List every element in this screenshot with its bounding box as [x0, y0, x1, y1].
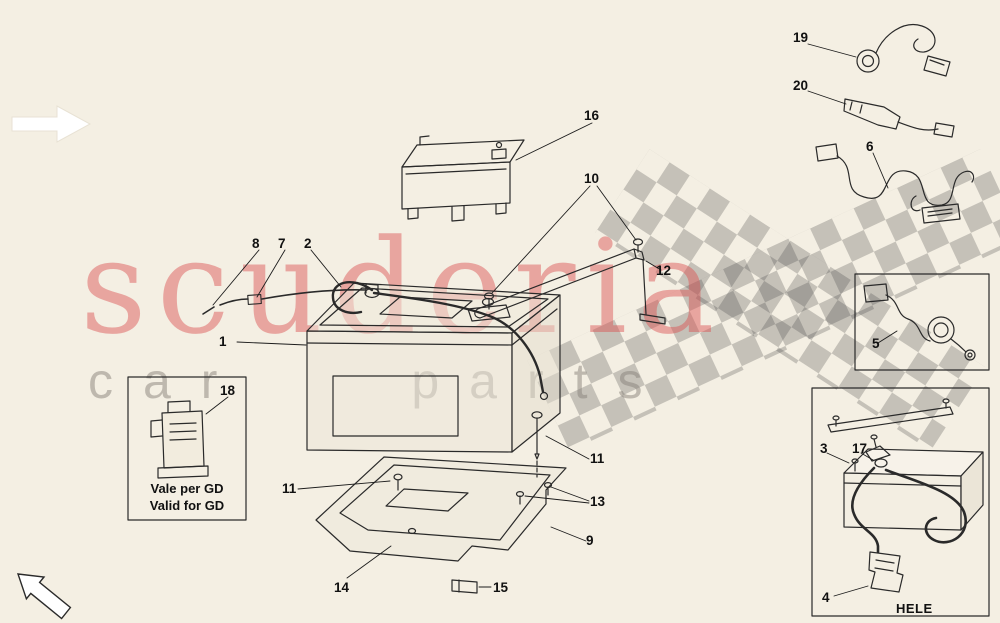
- part-1-battery: [306, 282, 561, 453]
- callout-10: 10: [584, 171, 600, 186]
- callout-12: 12: [656, 263, 672, 278]
- part-20-connector: [843, 98, 955, 138]
- callout-7: 7: [278, 236, 286, 251]
- part-6-cable: [815, 143, 975, 224]
- callout-5: 5: [872, 336, 880, 351]
- part-15-clip: [451, 579, 478, 594]
- bolt-10-rod-end: [632, 238, 644, 253]
- gd-note-line1: Vale per GD: [150, 481, 224, 496]
- part-8-cable-end: [202, 306, 215, 315]
- screws-13: [515, 482, 553, 505]
- gd-note-box: [127, 376, 247, 521]
- callout-17: 17: [852, 441, 868, 456]
- callout-6: 6: [866, 139, 874, 154]
- part-4-connector: [868, 551, 904, 593]
- callout-18: 18: [220, 383, 236, 398]
- part-16-cover: [401, 135, 525, 222]
- callout-16: 16: [584, 108, 600, 123]
- hele-bracket: [827, 406, 954, 433]
- callout-2: 2: [304, 236, 312, 251]
- part-7-8-cable: [202, 289, 367, 315]
- direction-arrow-upleft-icon: [16, 573, 72, 620]
- part-17-terminal-clamp: [865, 434, 891, 468]
- part-9-tray: [315, 456, 567, 562]
- callout-leader-lines: [205, 43, 898, 597]
- part-7-connector: [247, 293, 262, 305]
- callout-4: 4: [822, 590, 830, 605]
- bolt-10-clamp-plate: [467, 292, 511, 322]
- hele-label: HELE: [896, 601, 933, 616]
- part-4-cable: [851, 466, 967, 554]
- gd-note-line2: Valid for GD: [149, 497, 225, 513]
- direction-arrow-right-icon: [11, 105, 92, 143]
- callout-11-left: 11: [282, 481, 297, 496]
- hele-assembly: [827, 398, 984, 593]
- callout-3: 3: [820, 441, 828, 456]
- callout-1: 1: [219, 334, 227, 349]
- callout-8: 8: [252, 236, 260, 251]
- callout-19: 19: [793, 30, 809, 45]
- callout-11-right: 11: [590, 451, 605, 466]
- part-5-cable: [863, 283, 976, 361]
- part-19-connector: [856, 24, 951, 77]
- part-5-box: [854, 273, 990, 371]
- callout-13: 13: [590, 494, 606, 509]
- part-6-inline-module: [921, 203, 961, 224]
- battery-label-area: [332, 375, 459, 437]
- callout-20: 20: [793, 78, 809, 93]
- bolt-11-right: [531, 411, 543, 478]
- callout-9: 9: [586, 533, 594, 548]
- hele-box: [811, 387, 990, 617]
- part-12-rod: [474, 248, 666, 325]
- gd-note: Vale per GD Valid for GD: [136, 481, 238, 515]
- part-2-positive-cable: [331, 280, 549, 401]
- callout-14: 14: [334, 580, 350, 595]
- callout-15: 15: [493, 580, 509, 595]
- part-3-bolt: [851, 458, 859, 472]
- part-18-component: [150, 400, 209, 479]
